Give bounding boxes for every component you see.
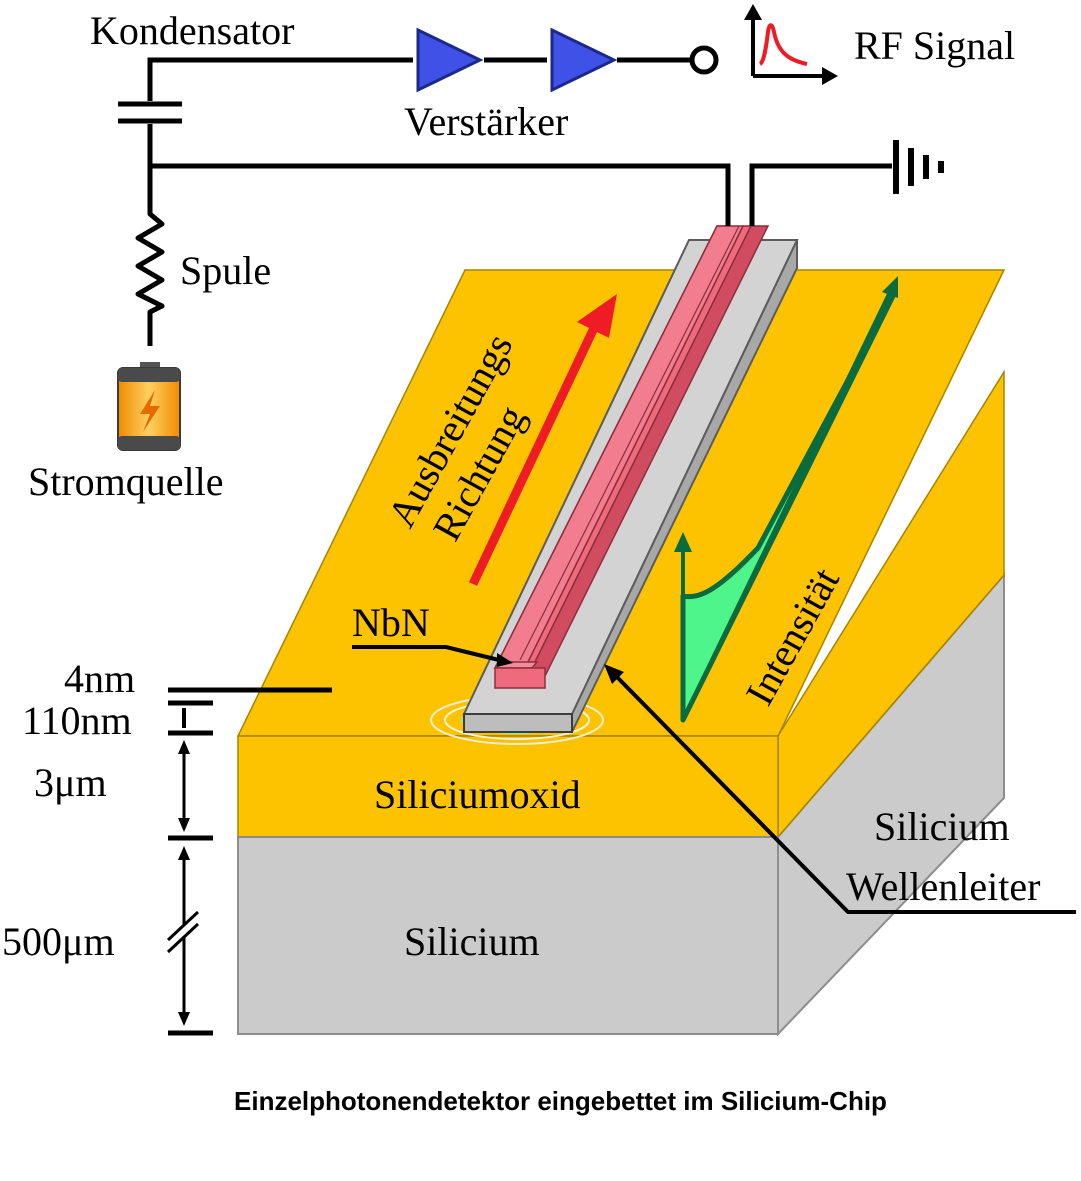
caption: Einzelphotonendetektor eingebettet im Si… [234, 1086, 887, 1116]
oxide-front-face [237, 735, 779, 838]
power-source-label: Stromquelle [28, 459, 224, 504]
intensity-plot [674, 276, 898, 723]
coil-symbol [135, 207, 165, 318]
ground-icon [893, 140, 944, 194]
waveguide-label-line1: Silicium [874, 804, 1010, 849]
output-terminal-icon [689, 45, 719, 75]
substrate-front-face [237, 836, 779, 1035]
dim-substrate-thickness: 500μm [2, 919, 115, 964]
dimension-arrows [165, 740, 201, 1026]
dim-nbn-thickness: 4nm [64, 656, 135, 701]
silicon-label: Silicium [404, 919, 540, 964]
dim-waveguide-thickness: 110nm [22, 698, 132, 743]
waveguide-label-line2: Wellenleiter [846, 864, 1040, 909]
dim-oxide-thickness: 3μm [34, 760, 107, 805]
dimension-markers [168, 687, 332, 1036]
capacitor-label: Kondensator [90, 8, 294, 53]
battery-icon [117, 362, 181, 451]
coil-label: Spule [180, 248, 271, 293]
propagation-arrow [468, 294, 617, 586]
amplifier-label: Verstärker [404, 99, 568, 144]
amplifier-triangle-icon [416, 27, 484, 93]
nbn-label: NbN [352, 600, 430, 645]
rf-signal-label: RF Signal [854, 23, 1015, 68]
leader-lines [352, 645, 1076, 914]
pulse-plot-icon [744, 4, 838, 85]
capacitor-symbol [118, 101, 182, 124]
amplifier-triangle-icon [550, 27, 618, 93]
oxide-label: Siliciumoxid [374, 772, 581, 817]
nbn-nanowire [493, 225, 770, 689]
circuit [147, 57, 892, 346]
